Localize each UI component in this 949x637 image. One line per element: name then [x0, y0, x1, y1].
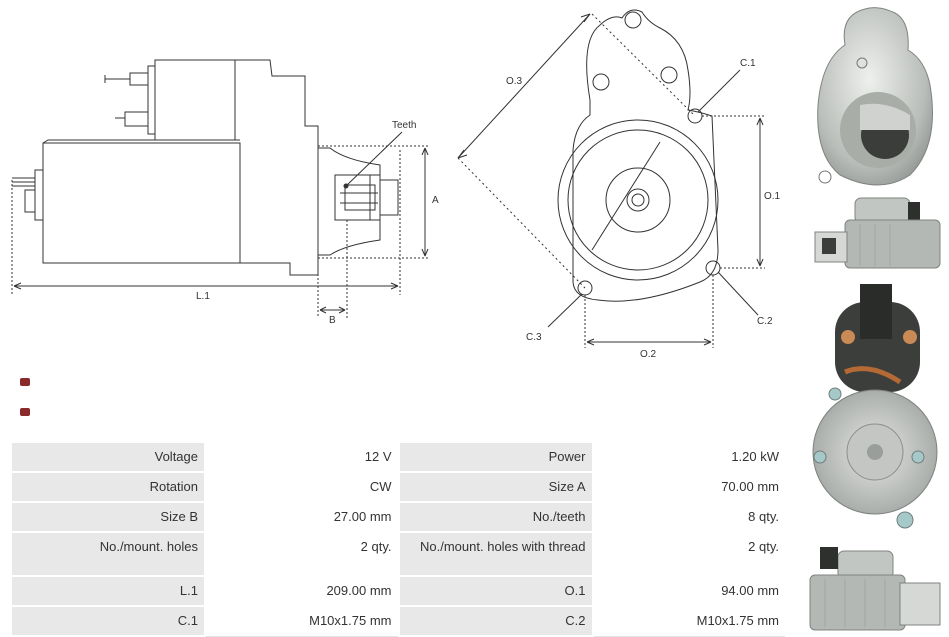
spec-value: 2 qty. [204, 531, 400, 577]
label-o3: O.3 [506, 76, 523, 87]
spec-value: 209.00 mm [204, 575, 400, 607]
technical-drawings: Teeth A L.1 B O.3 C.1 O.1 C.2 C.3 O.2 [11, 9, 781, 360]
spec-label: C.1 [10, 605, 206, 637]
marker-icon [20, 378, 30, 386]
spec-label: No./mount. holes with thread [397, 531, 594, 577]
spec-value: M10x1.75 mm [204, 605, 400, 637]
spec-value: 94.00 mm [591, 575, 787, 607]
product-photos [800, 0, 949, 636]
spec-value: 2 qty. [591, 531, 787, 577]
label-l1: L.1 [196, 291, 210, 302]
label-o2: O.2 [640, 349, 657, 360]
spec-value: M10x1.75 mm [591, 605, 787, 637]
spec-label: L.1 [10, 575, 206, 607]
photo-rear-view [812, 284, 938, 529]
table-row: L.1 209.00 mm O.1 94.00 mm [10, 575, 787, 607]
spec-label: No./mount. holes [10, 531, 206, 577]
label-b: B [329, 315, 336, 326]
table-row: Voltage 12 V Power 1.20 kW [10, 441, 787, 473]
spec-label: Size A [397, 471, 594, 503]
photo-front-view [817, 7, 933, 186]
spec-value: 12 V [204, 441, 400, 473]
spec-label: Power [397, 441, 594, 473]
spec-label: Size B [10, 501, 206, 533]
spec-label: O.1 [397, 575, 594, 607]
table-row: Size B 27.00 mm No./teeth 8 qty. [10, 501, 787, 533]
marker-icon [20, 408, 30, 416]
label-c2: C.2 [757, 316, 773, 327]
solenoid [154, 59, 236, 141]
spec-value: 8 qty. [591, 501, 787, 533]
label-o1: O.1 [764, 191, 781, 202]
mounting-flange [572, 9, 719, 302]
label-teeth: Teeth [392, 120, 416, 131]
spec-value: 1.20 kW [591, 441, 787, 473]
table-row: Rotation CW Size A 70.00 mm [10, 471, 787, 503]
spec-label: Voltage [10, 441, 206, 473]
spec-table: Voltage 12 V Power 1.20 kW Rotation CW S… [10, 441, 787, 637]
label-c1: C.1 [740, 58, 756, 69]
spec-label: Rotation [10, 471, 206, 503]
spec-label: No./teeth [397, 501, 594, 533]
spec-value: 27.00 mm [204, 501, 400, 533]
spec-value: 70.00 mm [591, 471, 787, 503]
table-row: C.1 M10x1.75 mm C.2 M10x1.75 mm [10, 605, 787, 637]
spec-label: C.2 [397, 605, 594, 637]
label-a: A [432, 195, 439, 206]
spec-value: CW [204, 471, 400, 503]
motor-body [42, 142, 241, 264]
drawing-canvas: Teeth A L.1 B O.3 C.1 O.1 C.2 C.3 O.2 [11, 9, 781, 360]
photo-side-view-2 [809, 547, 941, 631]
table-row: No./mount. holes 2 qty. No./mount. holes… [10, 531, 787, 577]
label-c3: C.3 [526, 332, 542, 343]
photo-side-view [814, 197, 941, 269]
